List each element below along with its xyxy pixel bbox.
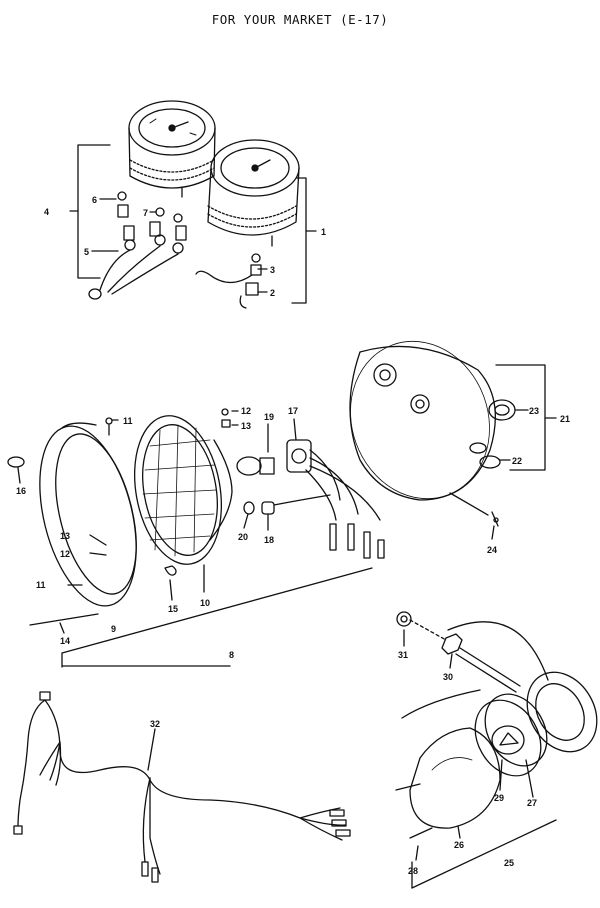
callout-12-lower: 12	[60, 549, 70, 559]
callout-28: 28	[408, 866, 418, 876]
bracket-21	[495, 364, 546, 471]
callout-13-lower: 13	[60, 531, 70, 541]
callout-13-upper: 13	[241, 421, 251, 431]
callout-16: 16	[16, 486, 26, 496]
callout-4: 4	[44, 207, 49, 217]
leader-32	[147, 728, 156, 771]
page-title: FOR YOUR MARKET (E-17)	[211, 12, 389, 27]
callout-20: 20	[238, 532, 248, 542]
leader-13	[89, 534, 107, 546]
callout-21: 21	[560, 414, 570, 424]
leader-30	[449, 653, 453, 669]
callout-11-lower: 11	[36, 580, 46, 590]
speedometer-meter	[128, 100, 216, 198]
callout-23: 23	[529, 406, 539, 416]
callout-7: 7	[143, 208, 148, 218]
callout-3: 3	[270, 265, 275, 275]
leader-14	[59, 622, 65, 634]
leader-27	[525, 759, 534, 798]
callout-9: 9	[111, 624, 116, 634]
callout-1: 1	[321, 227, 326, 237]
wire-harness	[13, 691, 351, 883]
callout-10: 10	[200, 598, 210, 608]
tachometer-meter	[207, 139, 300, 247]
callout-24: 24	[487, 545, 497, 555]
callout-32: 32	[150, 719, 160, 729]
callout-12-upper: 12	[241, 406, 251, 416]
turn-signal-assembly	[395, 611, 598, 889]
callout-27: 27	[527, 798, 537, 808]
leader-24	[491, 525, 495, 540]
leader-28	[415, 845, 419, 861]
bracket-8	[61, 567, 373, 668]
callout-29: 29	[494, 793, 504, 803]
callout-22: 22	[512, 456, 522, 466]
callout-5: 5	[84, 247, 89, 257]
callout-15: 15	[168, 604, 178, 614]
callout-2: 2	[270, 288, 275, 298]
sealed-beam-unit	[133, 415, 233, 565]
bracket-4	[77, 144, 111, 279]
leader-15	[169, 579, 173, 601]
leader-20	[243, 513, 249, 529]
callout-31: 31	[398, 650, 408, 660]
headlight-rim	[39, 422, 137, 607]
callout-11-upper: 11	[123, 416, 133, 426]
bulb-and-socket-parts	[7, 399, 516, 626]
callout-26: 26	[454, 840, 464, 850]
leader-16	[17, 467, 21, 484]
callout-25: 25	[504, 858, 514, 868]
bracket-1	[291, 177, 307, 304]
callout-30: 30	[443, 672, 453, 682]
leader-12-lower	[89, 552, 107, 556]
callout-6: 6	[92, 195, 97, 205]
headlight-case	[349, 340, 496, 516]
leader-17	[293, 418, 297, 441]
callout-18: 18	[264, 535, 274, 545]
meter-bulbs-and-sockets	[88, 191, 262, 309]
callout-14: 14	[60, 636, 70, 646]
callout-19: 19	[264, 412, 274, 422]
callout-8: 8	[229, 650, 234, 660]
leader-26	[457, 825, 461, 839]
callout-17: 17	[288, 406, 298, 416]
leader-29	[499, 759, 503, 791]
